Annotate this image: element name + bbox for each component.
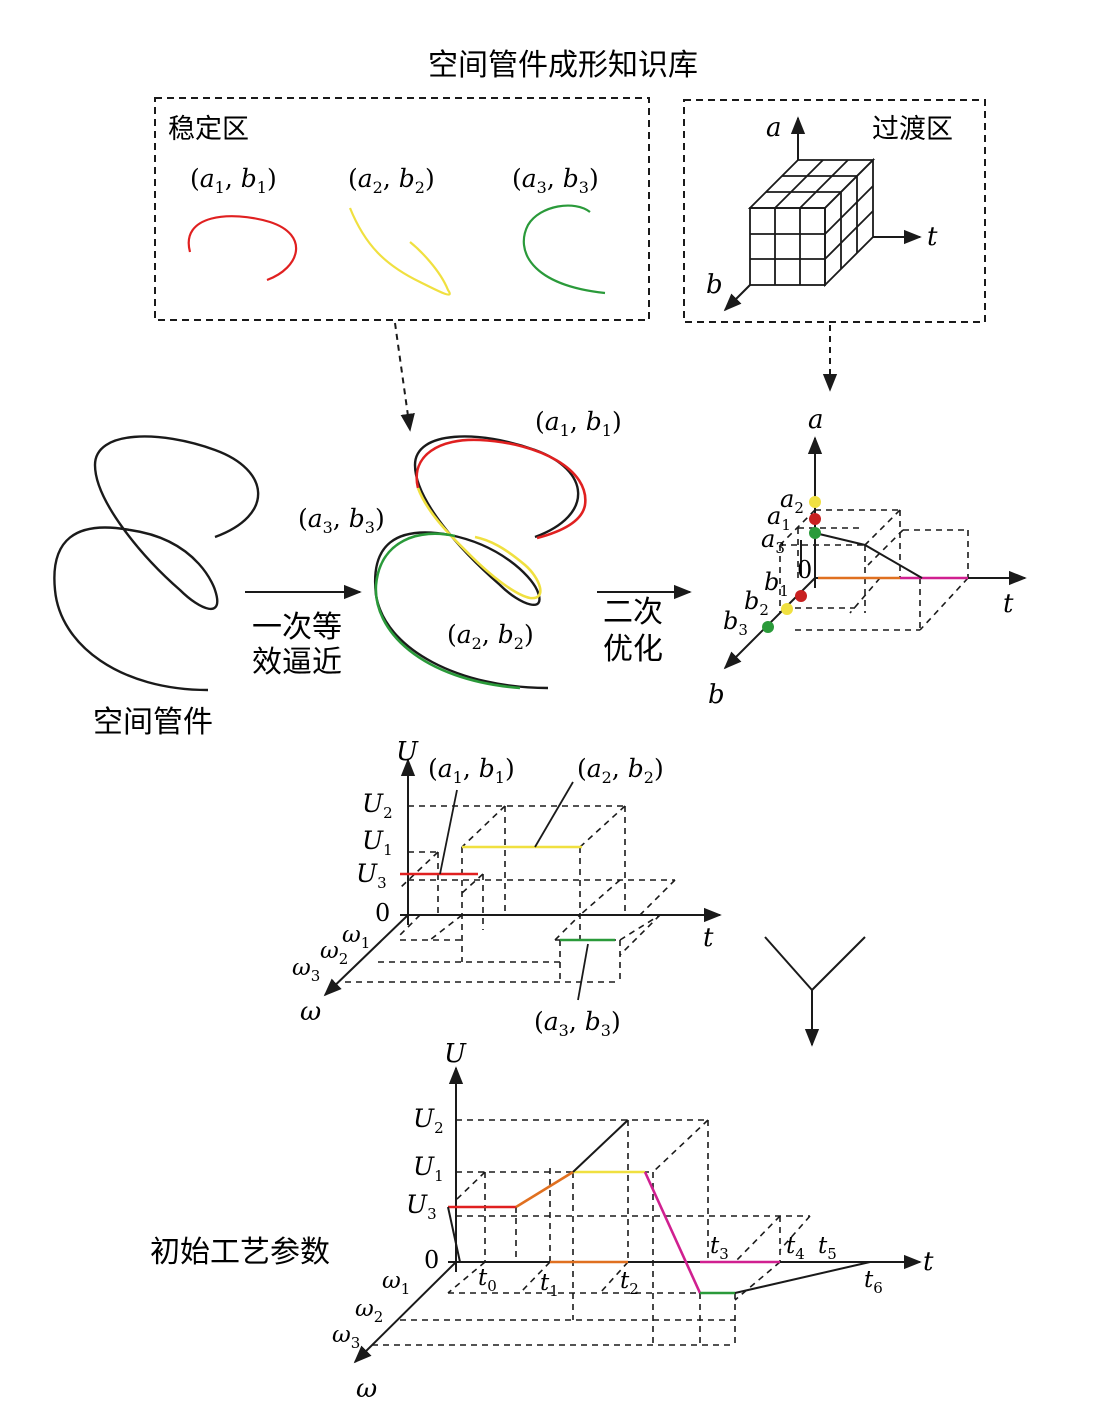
fit-label-3: (a3, b3) <box>298 504 385 537</box>
input-tube-label: 空间管件 <box>93 705 213 740</box>
abt-tick-b2: b2 <box>744 587 769 619</box>
abt-origin: 0 <box>797 556 812 584</box>
abt-axis-t: t <box>1003 589 1014 619</box>
abt-axis-b: b <box>708 680 725 710</box>
uwt-label-1: (a1, b1) <box>428 754 515 787</box>
step1-label-line2: 效逼近 <box>252 645 342 680</box>
final-tick-w3: ω3 <box>332 1322 360 1352</box>
final-tick-t6: t6 <box>864 1267 883 1297</box>
uwt-label-2: (a2, b2) <box>577 754 664 787</box>
final-tick-u3: U3 <box>406 1190 437 1223</box>
diagram-title: 空间管件成形知识库 <box>428 48 698 83</box>
stable-param-1: (a1, b1) <box>190 164 277 197</box>
abt-tick-b3: b3 <box>723 607 748 639</box>
stable-curve-yellow <box>348 207 451 296</box>
stable-zone-panel: 稳定区 (a1, b1) (a2, b2) (a3, b3) <box>154 97 650 321</box>
fit-label-1: (a1, b1) <box>535 407 622 440</box>
stable-curve-green <box>522 204 606 295</box>
input-tube <box>53 435 260 692</box>
final-axis-u: U <box>444 1039 467 1069</box>
cube-axis-a: a <box>766 113 782 143</box>
abt-tick-a2: a2 <box>780 485 804 517</box>
final-tick-t1: t1 <box>540 1270 559 1300</box>
final-params-label: 初始工艺参数 <box>150 1235 330 1270</box>
abt-tick-a3: a3 <box>761 525 785 557</box>
final-tick-t2: t2 <box>620 1268 639 1298</box>
abt-axis-a: a <box>808 405 824 435</box>
final-axis-t: t <box>923 1247 934 1277</box>
uwt-tick-w3: ω3 <box>292 955 320 985</box>
final-axis-w: ω <box>356 1374 377 1404</box>
stable-zone-label: 稳定区 <box>168 114 249 145</box>
step2-label-line1: 二次 <box>603 595 663 630</box>
uwt-chart: U t ω 0 U2 U1 U3 ω1 ω2 ω3 (a1, b1) (a2, … <box>292 737 722 1040</box>
uwt-tick-u1: U1 <box>362 826 393 859</box>
step2-label-line2: 优化 <box>603 632 663 667</box>
final-tick-u2: U2 <box>413 1104 444 1137</box>
cube-axis-b: b <box>706 270 723 300</box>
final-tick-t4: t4 <box>786 1233 805 1263</box>
uwt-origin: 0 <box>375 899 390 927</box>
merge-arrow <box>764 936 866 1047</box>
uwt-label-3: (a3, b3) <box>534 1007 621 1040</box>
final-origin: 0 <box>424 1246 439 1274</box>
uwt-axis-u: U <box>396 737 419 767</box>
step1-label-line1: 一次等 <box>252 610 342 645</box>
final-tick-t5: t5 <box>818 1233 837 1263</box>
final-tick-w2: ω2 <box>355 1296 383 1326</box>
uwt-axis-t: t <box>703 923 714 953</box>
transition-zone-panel: 过渡区 a t b <box>683 99 986 323</box>
stable-param-3: (a3, b3) <box>512 164 599 197</box>
uwt-tick-w2: ω2 <box>320 938 348 968</box>
fit-label-2: (a2, b2) <box>447 620 534 653</box>
uwt-tick-u2: U2 <box>362 789 393 822</box>
final-tick-t0: t0 <box>478 1265 497 1295</box>
uwt-tick-u3: U3 <box>356 859 387 892</box>
stable-to-fit-arrow <box>394 322 415 432</box>
final-tick-w1: ω1 <box>382 1268 410 1298</box>
cube-axis-t: t <box>927 222 938 252</box>
stable-param-2: (a2, b2) <box>348 164 435 197</box>
uwt-axis-w: ω <box>300 997 321 1027</box>
final-chart: U t ω 0 U2 U1 U3 ω1 ω2 ω3 t0 t1 t2 t3 t4… <box>332 1039 934 1404</box>
transition-zone-label: 过渡区 <box>872 114 953 145</box>
abt-chart: a t b 0 a2 a1 a3 b1 b2 b3 <box>708 405 1027 710</box>
abt-tick-b1: b1 <box>764 568 789 600</box>
abt-tick-a1: a1 <box>767 502 791 534</box>
final-tick-u1: U1 <box>413 1152 444 1185</box>
final-tick-t3: t3 <box>710 1233 729 1263</box>
stable-curve-red <box>187 215 298 282</box>
uwt-tick-w1: ω1 <box>342 922 370 952</box>
grid-cube <box>747 157 876 288</box>
fitted-tube <box>373 435 587 690</box>
